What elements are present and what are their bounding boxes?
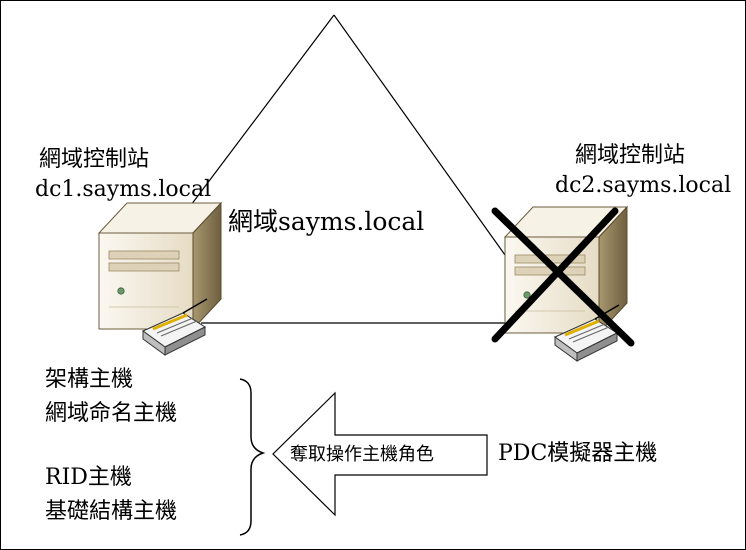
server-icon [503,205,629,335]
triangle-right-edge [333,14,506,256]
failed-x-icon [491,207,635,347]
left-arrow-icon [272,391,488,517]
dc2-hostname-label: dc2.sayms.local [555,173,732,198]
network-adapter-icon [142,298,208,356]
triangle-left-edge [181,14,335,218]
network-adapter-icon [554,304,620,362]
seize-arrow-label: 奪取操作主機角色 [290,444,434,465]
dc1-hostname-label: dc1.sayms.local [35,177,212,202]
server-icon [97,201,223,331]
role-item: 架構主機 [45,367,134,392]
role-item: 網域命名主機 [45,401,178,426]
pdc-role-label: PDC模擬器主機 [498,441,658,466]
role-item: 基礎結構主機 [45,499,178,524]
dc1-role-label: 網域控制站 [39,147,150,172]
dc2-role-label: 網域控制站 [575,143,686,168]
role-item: RID主機 [45,465,132,490]
domain-label: 網域sayms.local [228,207,425,236]
curly-brace-icon [239,378,266,536]
